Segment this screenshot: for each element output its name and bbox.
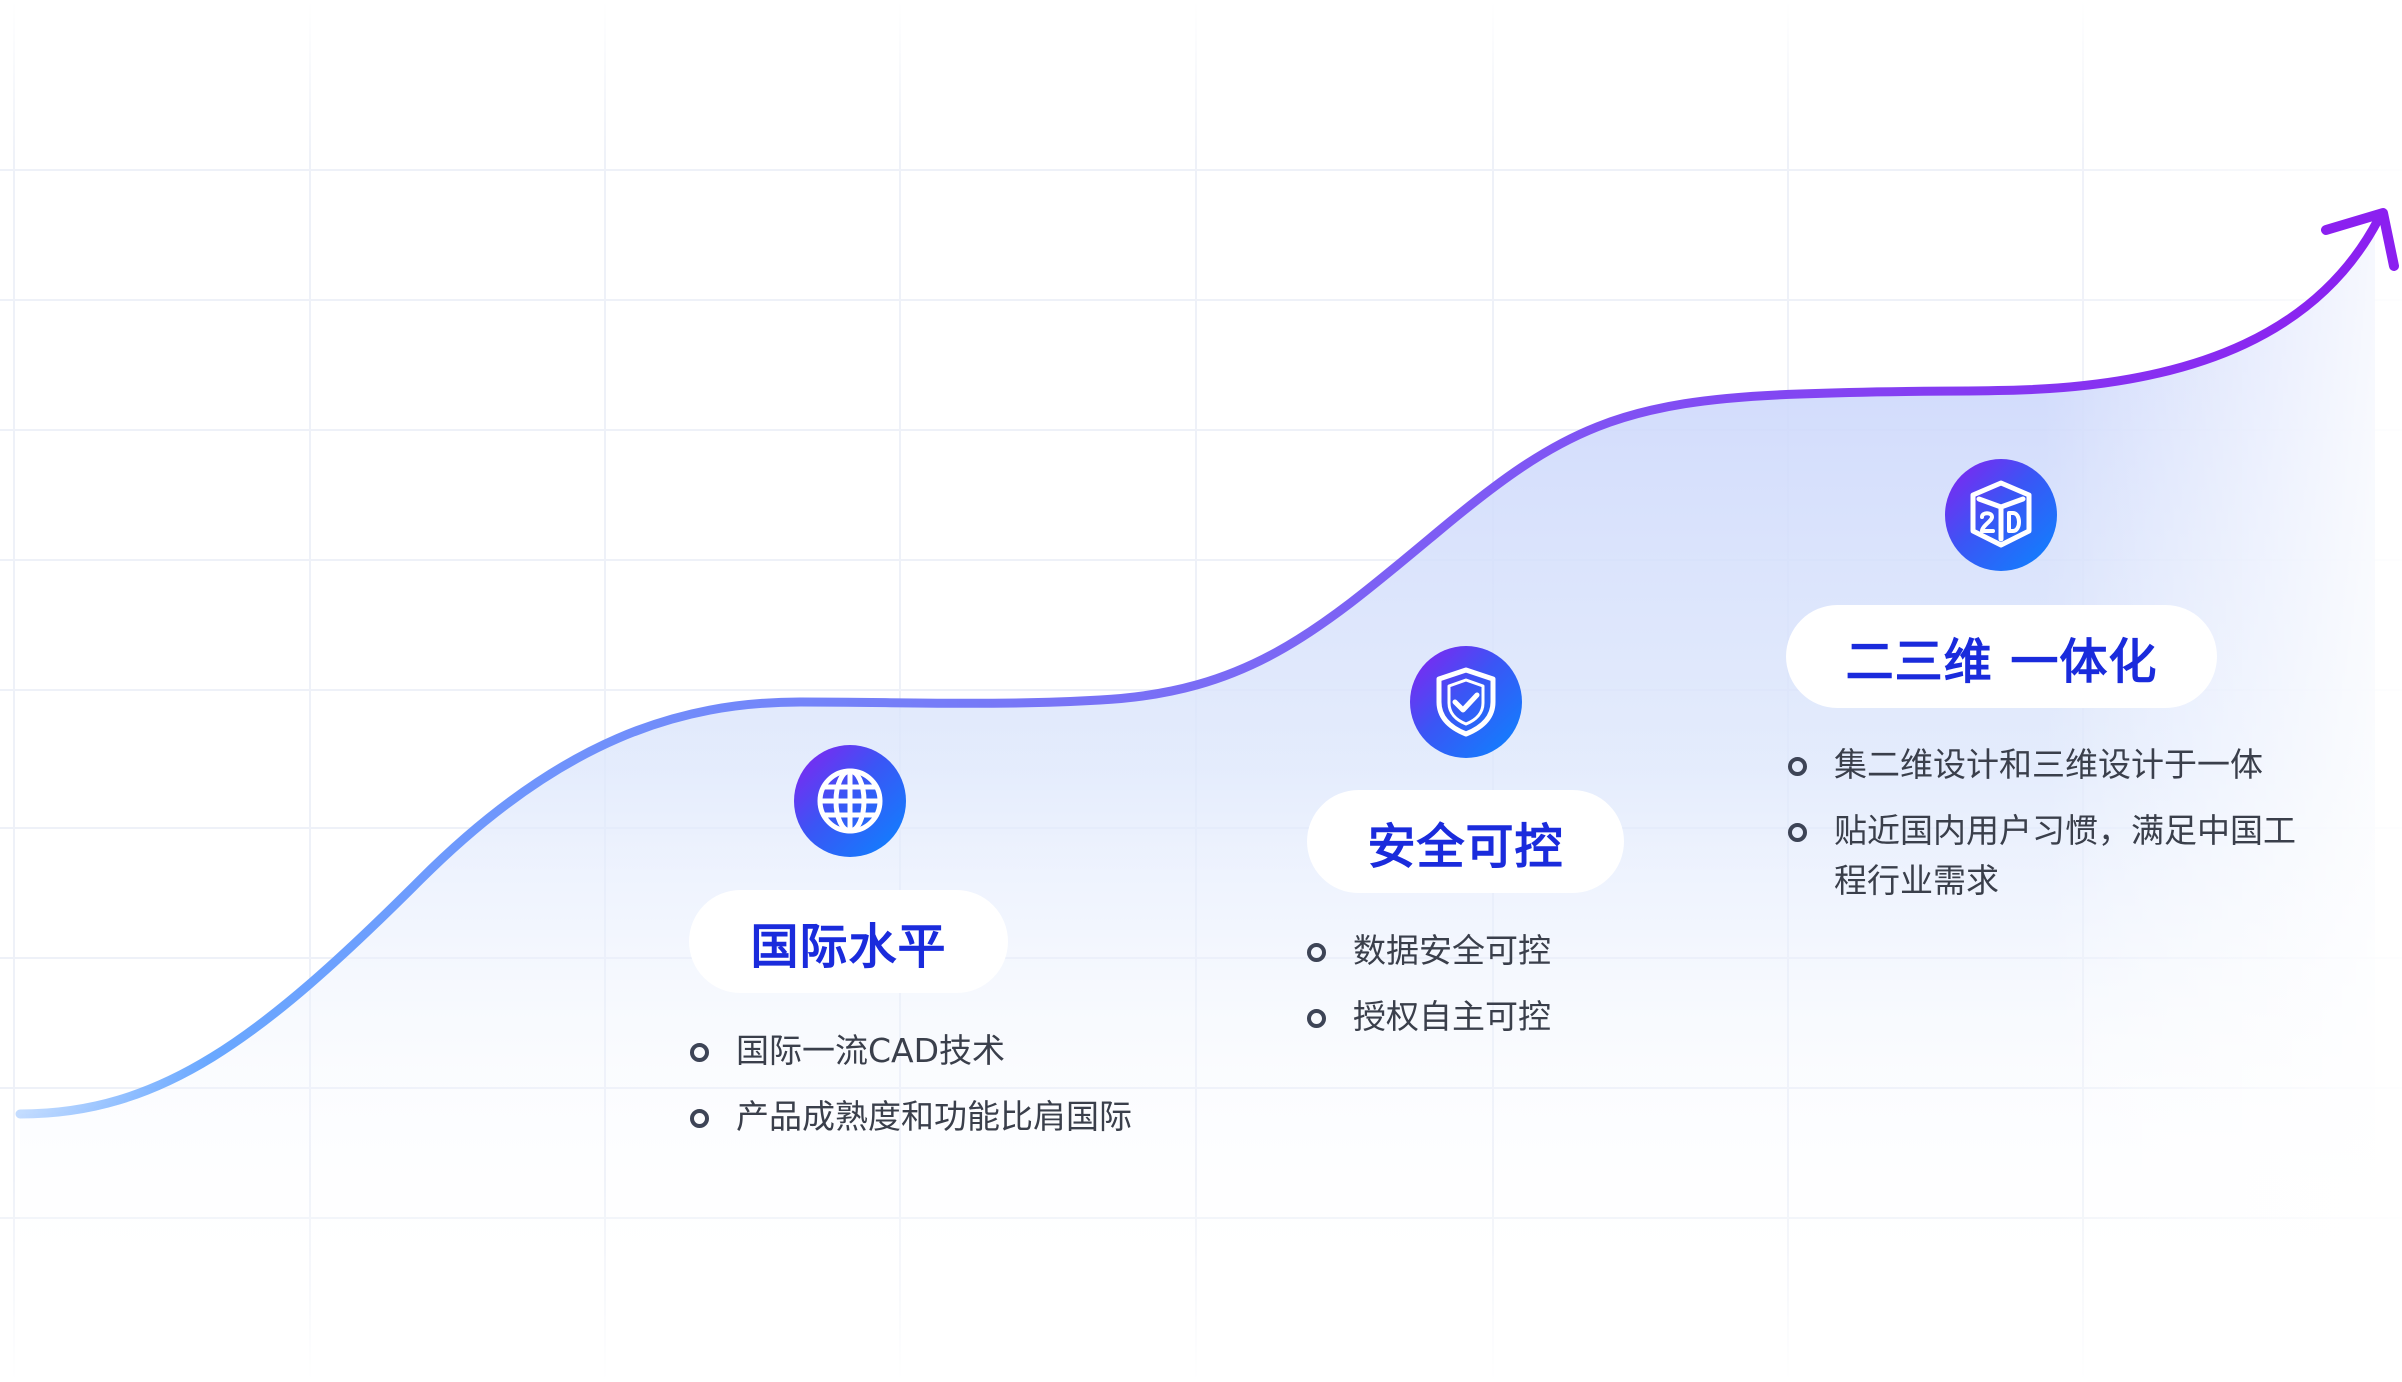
bullet-icon bbox=[690, 1109, 709, 1128]
bullet-icon bbox=[1788, 757, 1807, 776]
stage-title-2d3d: 二三维 一体化 bbox=[1786, 605, 2217, 708]
cube-2d-icon bbox=[1945, 459, 2057, 571]
list-item: 授权自主可控 bbox=[1307, 992, 1551, 1042]
list-item: 国际一流CAD技术 bbox=[690, 1026, 1132, 1076]
stage-bullets-international: 国际一流CAD技术 产品成熟度和功能比肩国际 bbox=[690, 1026, 1132, 1158]
list-item: 集二维设计和三维设计于一体 bbox=[1788, 740, 2328, 790]
stage-title-security: 安全可控 bbox=[1307, 790, 1624, 893]
bullet-icon bbox=[690, 1043, 709, 1062]
globe-icon bbox=[794, 745, 906, 857]
shield-check-icon bbox=[1410, 646, 1522, 758]
list-item: 数据安全可控 bbox=[1307, 926, 1551, 976]
list-item: 贴近国内用户习惯，满足中国工程行业需求 bbox=[1788, 806, 2328, 906]
arrowhead-icon bbox=[2321, 208, 2399, 271]
stage-title-international: 国际水平 bbox=[689, 890, 1008, 993]
stage-bullets-security: 数据安全可控 授权自主可控 bbox=[1307, 926, 1551, 1058]
stage-bullets-2d3d: 集二维设计和三维设计于一体 贴近国内用户习惯，满足中国工程行业需求 bbox=[1788, 740, 2328, 922]
bullet-icon bbox=[1307, 943, 1326, 962]
list-item: 产品成熟度和功能比肩国际 bbox=[690, 1092, 1132, 1142]
growth-curve bbox=[15, 215, 2383, 1119]
bullet-icon bbox=[1788, 823, 1807, 842]
bullet-icon bbox=[1307, 1009, 1326, 1028]
